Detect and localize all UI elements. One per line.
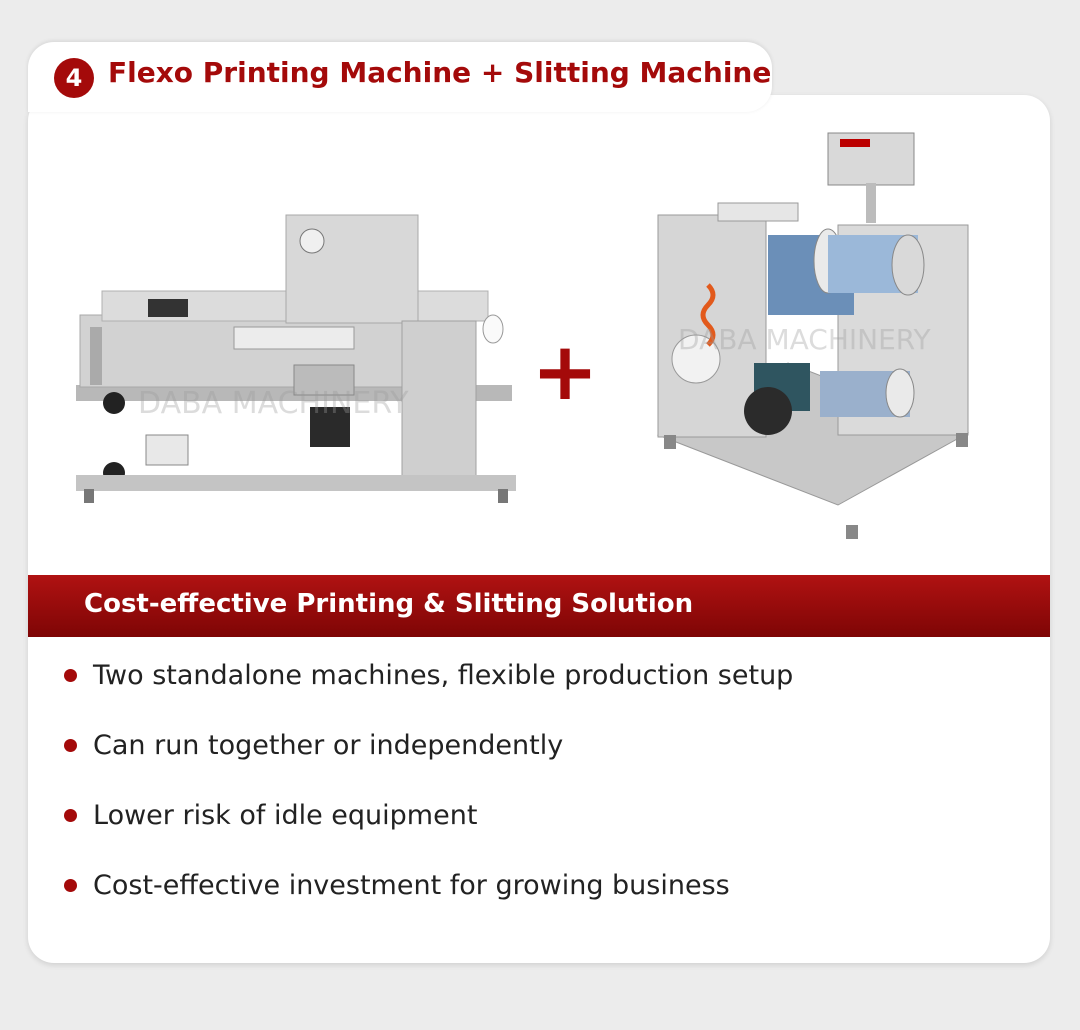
slitting-machine-watermark: DABA MACHINERY	[678, 323, 931, 356]
printing-machine-watermark: DABA MACHINERY	[138, 386, 409, 421]
feature-item: Lower risk of idle equipment	[64, 795, 477, 835]
machines-illustration: DABA MACHINERY + DABA MACHIN	[76, 132, 970, 539]
page-title: Flexo Printing Machine + Slitting Machin…	[108, 56, 772, 89]
bullet-icon	[64, 808, 77, 822]
flexo-printing-machine-image: DABA MACHINERY	[76, 214, 516, 503]
feature-item: Two standalone machines, flexible produc…	[64, 655, 793, 695]
feature-text: Can run together or independently	[93, 729, 564, 761]
content-card: DABA MACHINERY + DABA MACHIN	[28, 95, 1050, 963]
slitting-machine-image: DABA MACHINERY	[656, 132, 970, 539]
feature-text: Two standalone machines, flexible produc…	[93, 659, 794, 691]
feature-item: Cost-effective investment for growing bu…	[64, 865, 730, 905]
bullet-icon	[64, 738, 77, 752]
title-tab: 4 Flexo Printing Machine + Slitting Mach…	[28, 42, 772, 112]
feature-item: Can run together or independently	[64, 725, 563, 765]
step-number-badge: 4	[54, 58, 94, 98]
solution-heading: Cost-effective Printing & Slitting Solut…	[84, 589, 694, 619]
solution-heading-band: Cost-effective Printing & Slitting Solut…	[28, 575, 1050, 637]
bullet-icon	[64, 668, 77, 682]
feature-text: Lower risk of idle equipment	[93, 799, 478, 831]
feature-text: Cost-effective investment for growing bu…	[93, 869, 730, 901]
plus-sign: +	[531, 325, 598, 418]
bullet-icon	[64, 878, 77, 892]
